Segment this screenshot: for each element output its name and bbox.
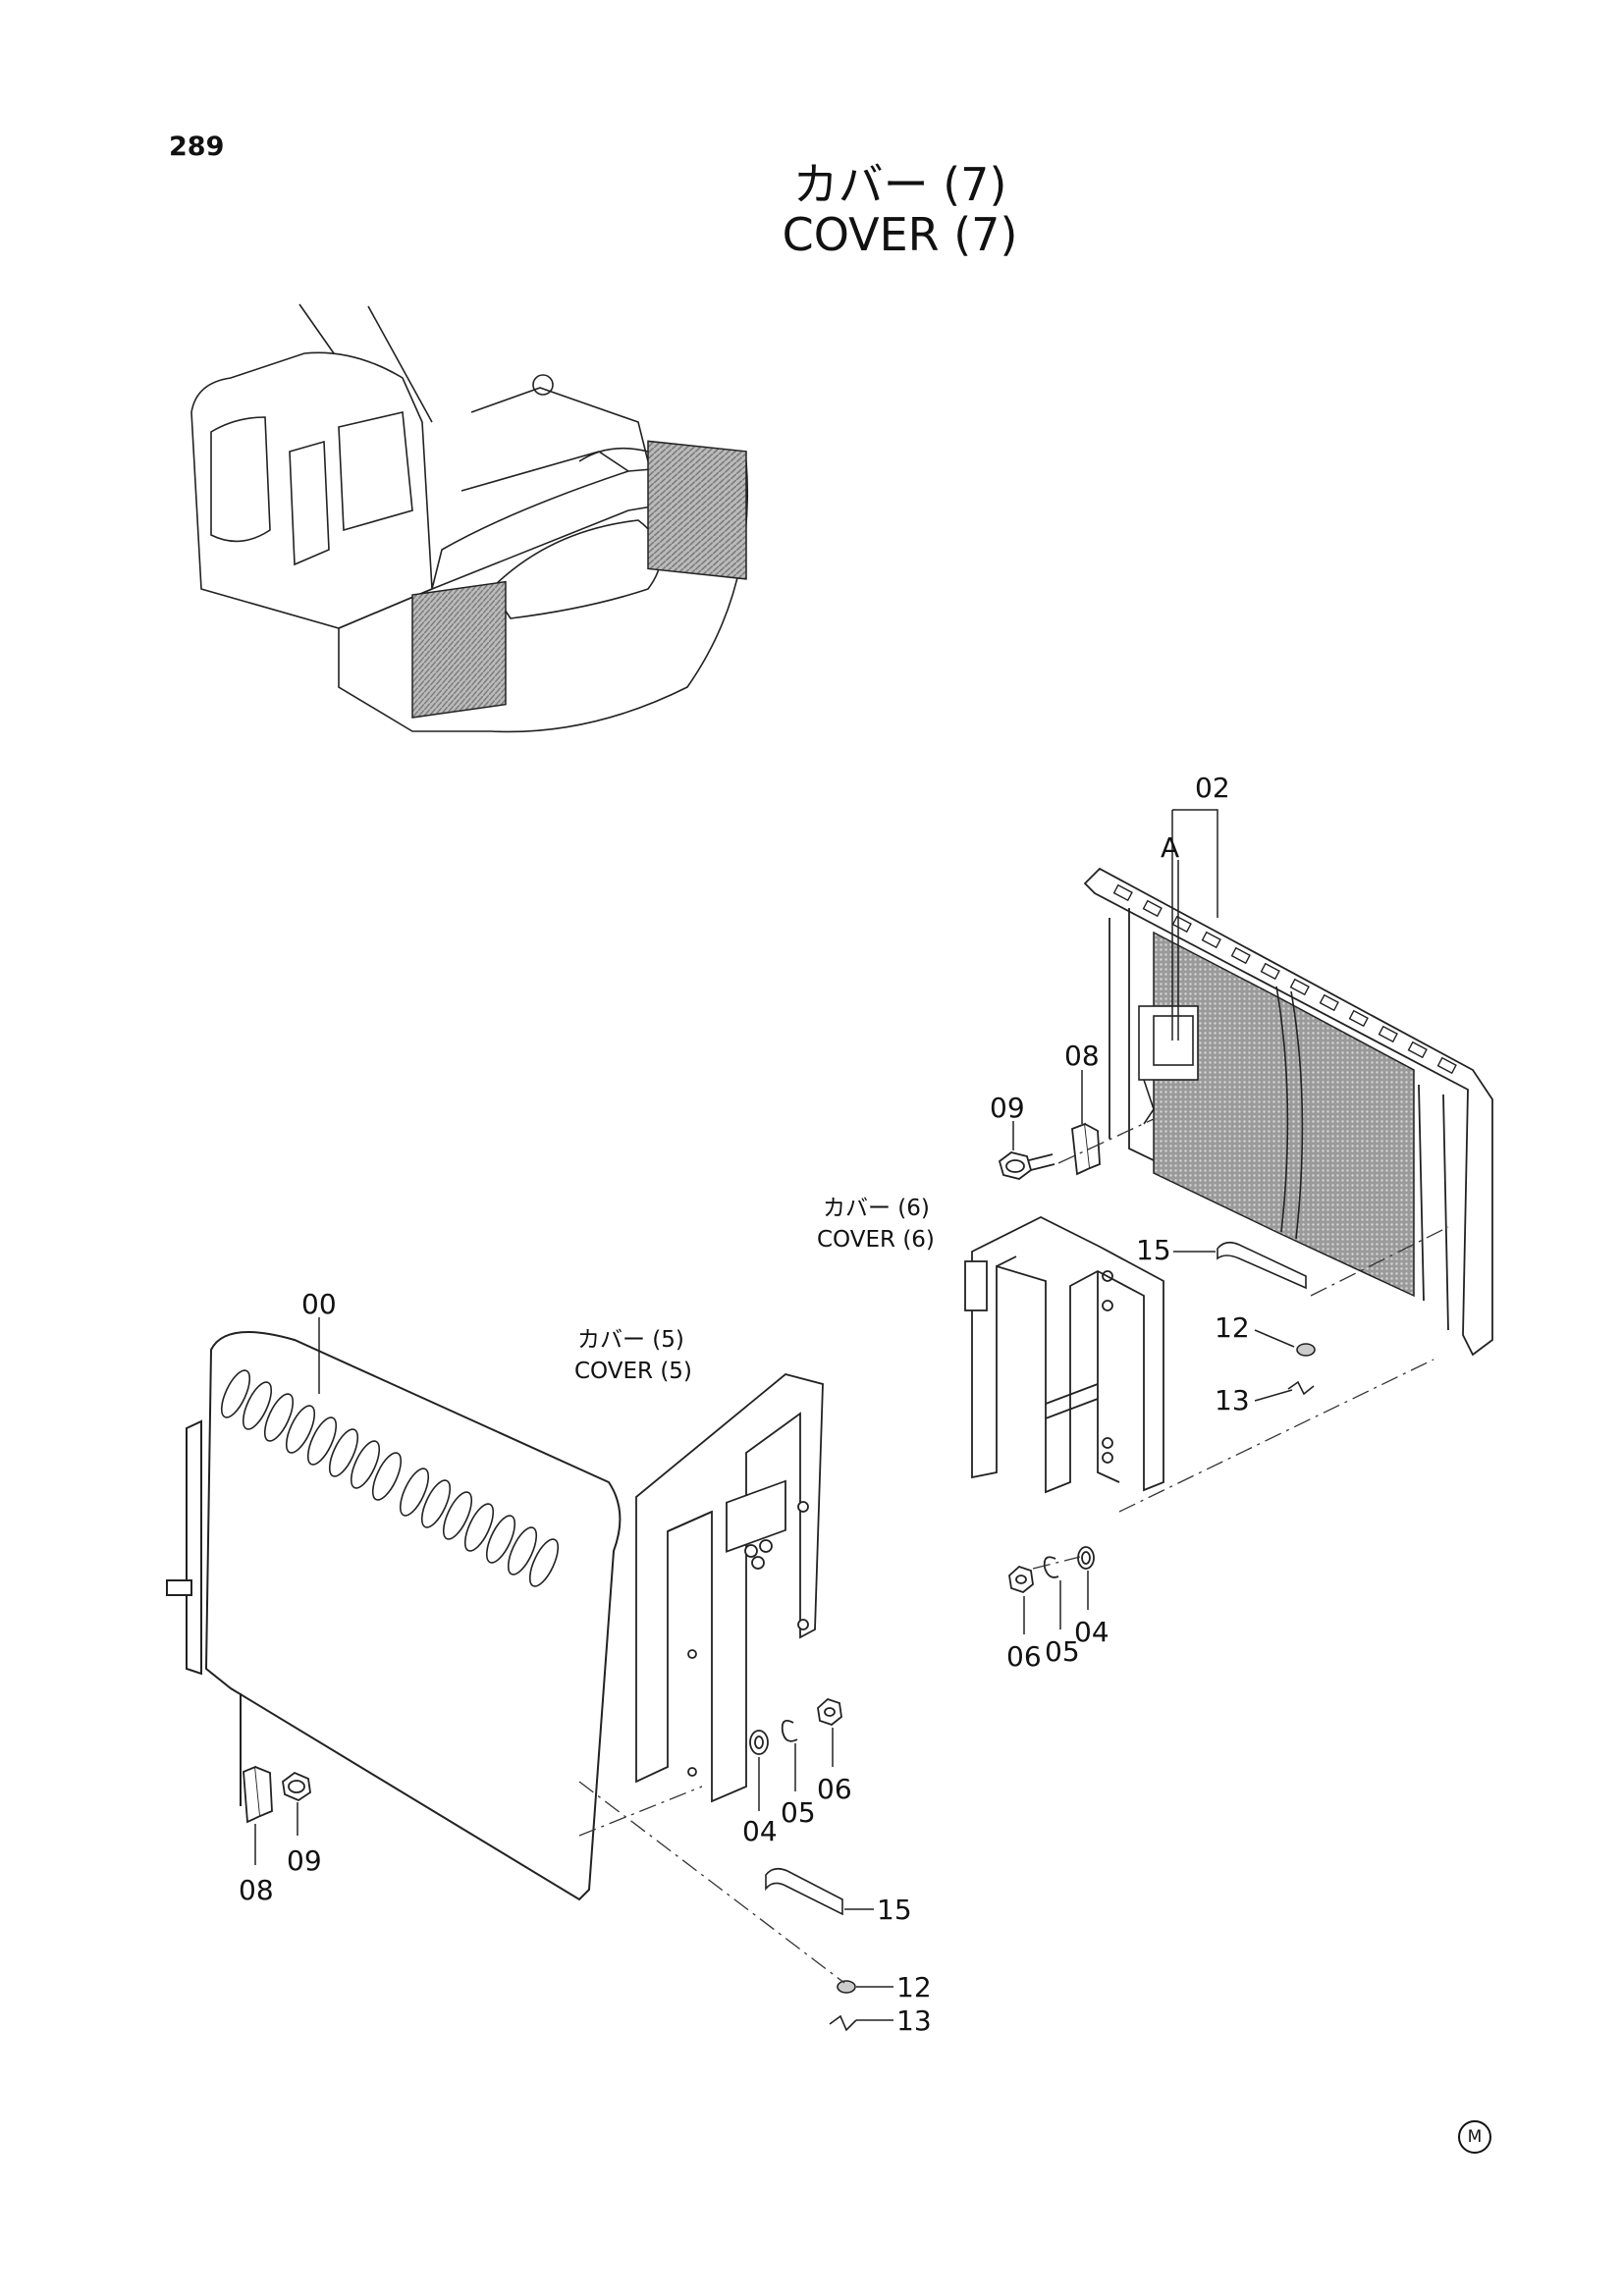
side-grill xyxy=(411,580,507,719)
ref-cover6-jp: カバー (6) xyxy=(823,1196,930,1221)
callout-04-upper: 04 xyxy=(1074,1616,1109,1648)
bolt-09-lower xyxy=(282,1771,311,1802)
callout-06-upper: 06 xyxy=(1006,1640,1042,1673)
cover-mesh-panel xyxy=(1153,931,1415,1298)
callout-08-upper: 08 xyxy=(1064,1040,1100,1072)
cover6-frame xyxy=(964,1215,1164,1494)
callout-15-lower: 15 xyxy=(877,1894,912,1926)
rod-15-upper xyxy=(1217,1241,1307,1290)
callout-09-lower: 09 xyxy=(287,1844,322,1877)
callout-12-lower: 12 xyxy=(896,1971,932,2003)
callout-05-upper: 05 xyxy=(1045,1635,1080,1668)
rear-grill xyxy=(647,440,747,580)
callout-00: 00 xyxy=(301,1288,337,1320)
bracket-08-upper xyxy=(1071,1122,1101,1176)
manufacturer-mark: M xyxy=(1458,2120,1491,2154)
rod-15-lower xyxy=(765,1867,843,1916)
cover-inner-ribs xyxy=(1138,986,1304,1240)
callout-04-lower: 04 xyxy=(742,1815,778,1847)
grommet-12-lower xyxy=(837,1980,856,1994)
front-cover-vents xyxy=(220,1369,560,1587)
front-cover-00 xyxy=(166,1331,622,1901)
clip-13-upper xyxy=(1287,1380,1315,1396)
callout-08-lower: 08 xyxy=(239,1874,274,1906)
clip-13-lower xyxy=(829,2014,857,2032)
page-title-english: COVER (7) xyxy=(782,208,1018,261)
ref-cover5-jp: カバー (5) xyxy=(577,1327,684,1353)
callout-02: 02 xyxy=(1195,772,1230,804)
bolt-09-upper xyxy=(998,1151,1055,1180)
assembly-guide-lines xyxy=(578,1118,1449,1984)
callout-06-lower: 06 xyxy=(817,1773,852,1805)
leader-lines xyxy=(254,809,1295,2021)
cover-vents-02 xyxy=(1112,883,1457,1075)
ref-cover6-en: COVER (6) xyxy=(817,1227,935,1253)
excavator-overview xyxy=(190,303,749,733)
page-number: 289 xyxy=(169,132,225,162)
hardware-lower xyxy=(749,1697,842,1755)
grommet-12-upper xyxy=(1296,1343,1316,1357)
ref-cover5-en: COVER (5) xyxy=(574,1359,692,1384)
callout-13-upper: 13 xyxy=(1215,1384,1250,1416)
callout-a: A xyxy=(1161,831,1179,864)
callout-12-upper: 12 xyxy=(1215,1311,1250,1344)
cover5-frame xyxy=(635,1373,824,1803)
callout-05-lower: 05 xyxy=(781,1796,816,1829)
bracket-08-lower xyxy=(243,1765,273,1824)
callout-09-upper: 09 xyxy=(990,1092,1025,1124)
page-title-japanese: カバー (7) xyxy=(792,158,1007,211)
callout-13-lower: 13 xyxy=(896,2004,932,2037)
callout-15-upper: 15 xyxy=(1136,1234,1171,1266)
hardware-upper-right xyxy=(1008,1546,1095,1594)
